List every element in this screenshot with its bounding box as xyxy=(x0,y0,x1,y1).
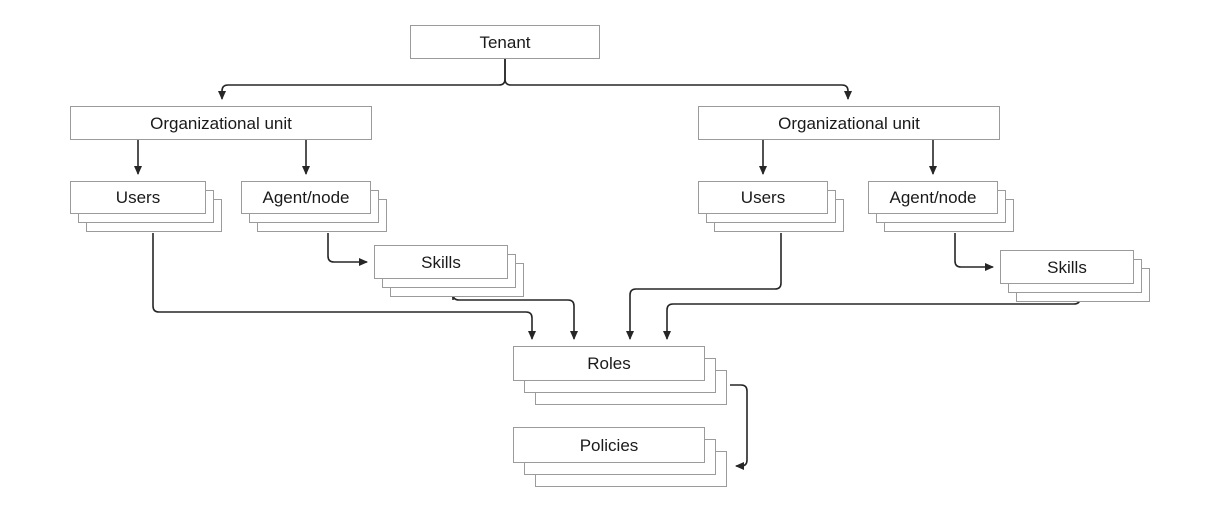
node-org-unit-right[interactable]: Organizational unit xyxy=(698,106,1000,140)
node-skills-right-card-front[interactable]: Skills xyxy=(1000,250,1134,284)
node-org-unit-left[interactable]: Organizational unit xyxy=(70,106,372,140)
node-users-right-card-front[interactable]: Users xyxy=(698,181,828,214)
edge-tenant-to-org-unit-left xyxy=(218,59,506,100)
edge-skills-left-to-roles xyxy=(452,293,578,340)
node-roles[interactable]: Roles xyxy=(513,346,727,405)
node-users-left-label: Users xyxy=(115,188,161,207)
node-skills-right[interactable]: Skills xyxy=(1000,250,1150,302)
node-users-left[interactable]: Users xyxy=(70,181,222,232)
node-users-right-label: Users xyxy=(740,188,786,207)
node-policies[interactable]: Policies xyxy=(513,427,727,487)
node-org-unit-right-label: Organizational unit xyxy=(778,113,920,133)
node-skills-left-label: Skills xyxy=(421,252,461,272)
node-agent-node-right-label: Agent/node xyxy=(889,188,977,207)
node-skills-right-label: Skills xyxy=(1047,257,1087,277)
node-agent-node-left-card-front[interactable]: Agent/node xyxy=(241,181,371,214)
edge-tenant-to-org-unit-right xyxy=(504,59,852,100)
node-policies-label: Policies xyxy=(579,435,639,455)
edge-users-right-to-roles xyxy=(626,233,782,340)
node-users-left-card-front[interactable]: Users xyxy=(70,181,206,214)
node-roles-label: Roles xyxy=(587,354,631,373)
node-agent-node-right-card-front[interactable]: Agent/node xyxy=(868,181,998,214)
node-agent-node-left[interactable]: Agent/node xyxy=(241,181,387,232)
node-policies-card-front[interactable]: Policies xyxy=(513,427,705,463)
node-users-right[interactable]: Users xyxy=(698,181,844,232)
node-agent-node-left-label: Agent/node xyxy=(262,188,350,207)
node-skills-left-card-front[interactable]: Skills xyxy=(374,245,508,279)
edge-agent-node-left-to-skills-left xyxy=(327,233,368,266)
node-org-unit-left-label: Organizational unit xyxy=(150,113,292,133)
node-skills-left[interactable]: Skills xyxy=(374,245,524,297)
edge-roles-to-policies xyxy=(730,384,748,470)
edge-agent-node-right-to-skills-right xyxy=(954,233,994,271)
node-tenant-label: Tenant xyxy=(479,32,531,52)
node-tenant[interactable]: Tenant xyxy=(410,25,600,59)
node-roles-card-front[interactable]: Roles xyxy=(513,346,705,381)
node-agent-node-right[interactable]: Agent/node xyxy=(868,181,1014,232)
